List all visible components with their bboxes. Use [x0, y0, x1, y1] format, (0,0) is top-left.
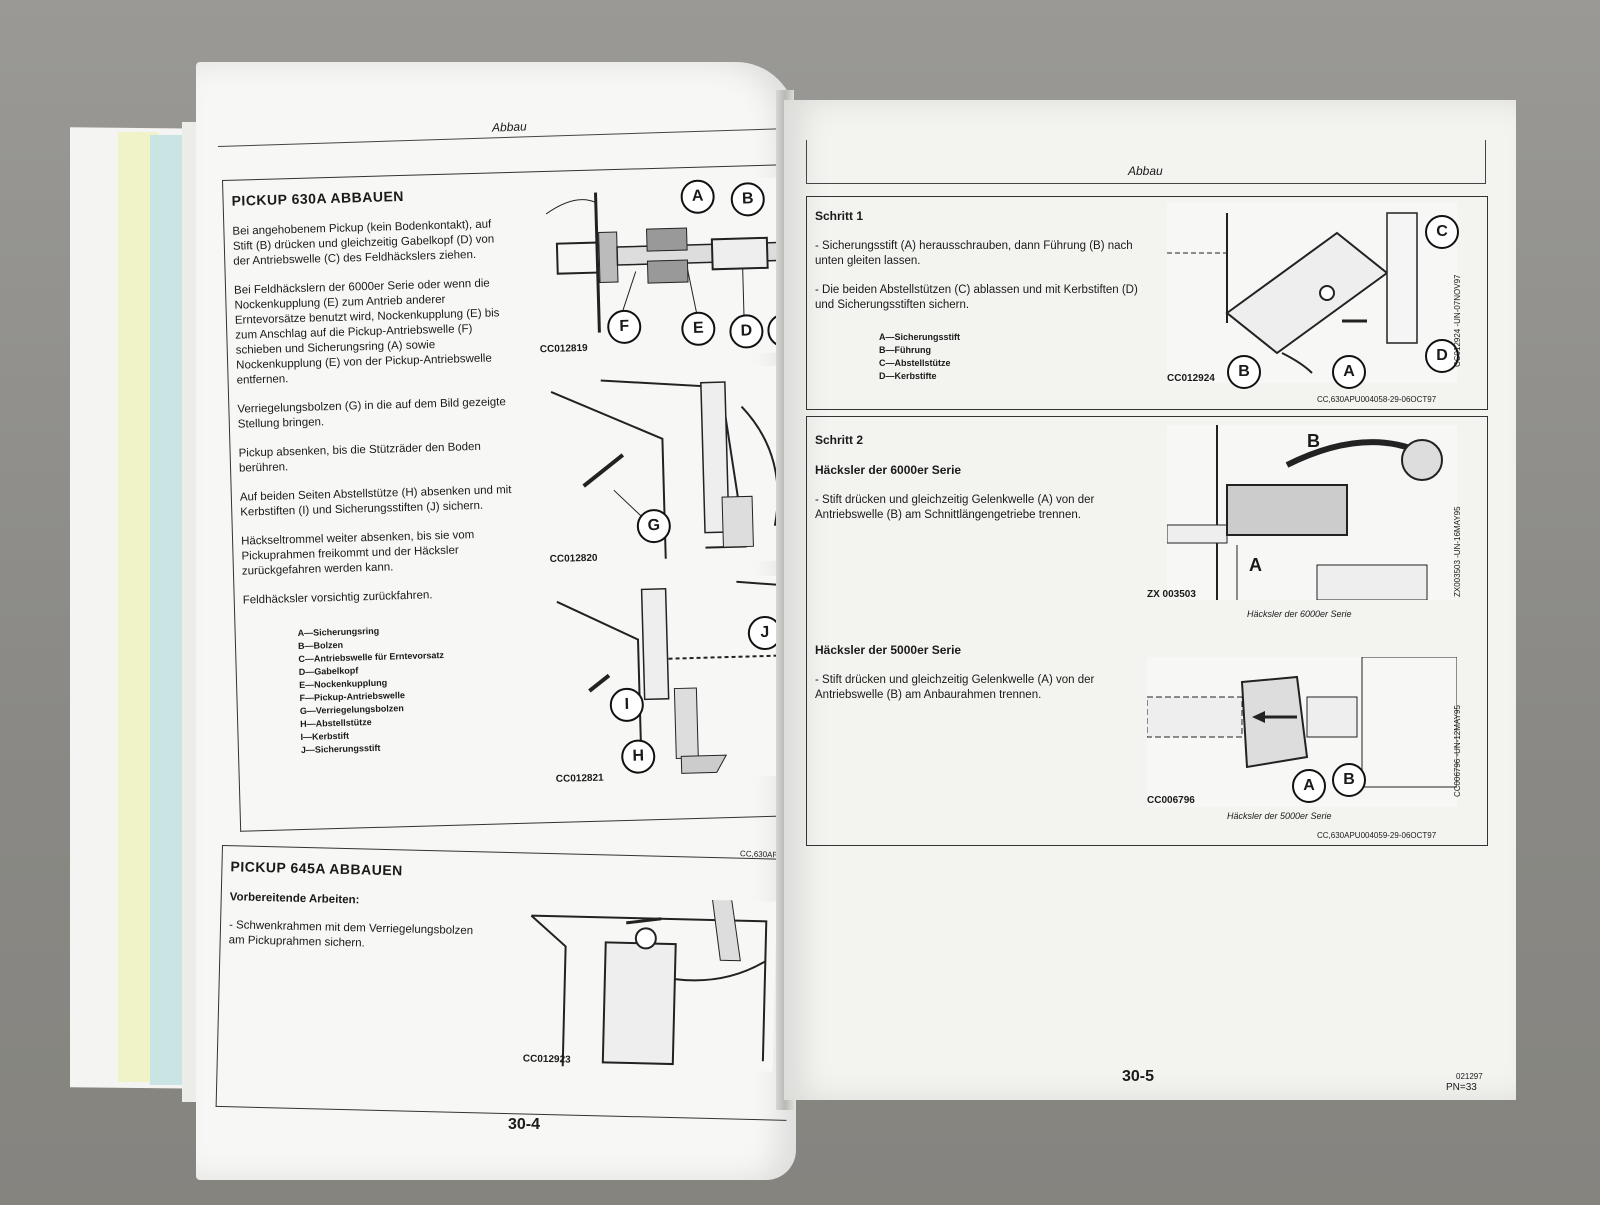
series-subtitle: Häcksler der 5000er Serie	[815, 643, 962, 657]
swing-frame-illustration	[530, 894, 768, 1067]
instruction-paragraph: - Stift drücken und gleichzeitig Gelenkw…	[815, 674, 1095, 701]
right-page-header: Abbau	[1128, 164, 1163, 178]
instruction-paragraph: - Sicherungsstift (A) herausschrauben, d…	[815, 240, 1133, 267]
shaft-5000-illustration	[1146, 656, 1458, 788]
figure-code: CC012819	[539, 342, 588, 356]
series-subtitle: Häcksler der 6000er Serie	[815, 463, 962, 477]
shaft-6000-illustration	[1166, 425, 1443, 601]
instructions-text: Bei angehobenem Pickup (kein Bodenkontak…	[232, 217, 523, 627]
callout-b: B	[1332, 763, 1366, 797]
header-divider	[806, 140, 807, 183]
instruction-paragraph: Bei Feldhäckslern der 6000er Serie oder …	[233, 277, 500, 387]
figure-locking-bolt: G CC012820	[540, 365, 801, 568]
legend-item: B—Führung	[879, 345, 931, 355]
parts-legend: A—Sicherungsring B—Bolzen C—Antriebswell…	[298, 623, 447, 757]
side-code: CC006796 -UN-12MAY95	[1453, 705, 1462, 797]
side-code: ZX003503 -UN-16MAY95	[1453, 506, 1462, 597]
instruction-paragraph: Bei angehobenem Pickup (kein Bodenkontak…	[232, 218, 495, 268]
callout-b: B	[1227, 355, 1261, 389]
footer-code: CC,630APU004059-29-06OCT97	[1317, 831, 1437, 840]
legend-item: C—Abstellstütze	[879, 358, 951, 368]
legend-item: A—Sicherungsstift	[879, 332, 961, 342]
section-title: PICKUP 645A ABBAUEN	[230, 858, 403, 879]
parts-legend: A—Sicherungsstift B—Führung C—Abstellstü…	[879, 331, 960, 383]
figure-swing-frame: CC012923	[522, 894, 777, 1072]
callout-d: D	[1425, 339, 1459, 373]
section-box-630a: PICKUP 630A ABBAUEN Bei angehobenem Pick…	[222, 164, 811, 832]
figure-code: CC012923	[522, 1053, 571, 1066]
instruction-paragraph: - Stift drücken und gleichzeitig Gelenkw…	[815, 494, 1095, 521]
figure-guide: C B A D	[1167, 203, 1459, 389]
figure-code: CC012924	[1167, 373, 1215, 384]
instruction-paragraph: Häckseltrommel weiter absenken, bis sie …	[240, 529, 475, 578]
page-number-left: 30-4	[508, 1116, 541, 1133]
figure-code: ZX 003503	[1147, 589, 1196, 600]
page-number-right: 30-5	[1122, 1068, 1155, 1085]
header-divider	[1485, 140, 1486, 183]
left-page-header: Abbau	[491, 119, 527, 135]
header-rule	[806, 183, 1486, 184]
instruction-paragraph: Pickup absenken, bis die Stützräder den …	[238, 440, 482, 475]
corner-date: 021297	[1456, 1072, 1483, 1081]
section-box-645a: PICKUP 645A ABBAUEN Vorbereitende Arbeit…	[215, 845, 793, 1121]
instruction-paragraph: Auf beiden Seiten Abstellstütze (H) abse…	[239, 484, 512, 519]
support-stand-illustration	[556, 580, 792, 774]
callout-c: C	[1425, 215, 1459, 249]
side-code: CC012924 -UN-07NOV97	[1453, 274, 1462, 368]
label-b: B	[1307, 431, 1320, 451]
step-title: Schritt 1	[815, 209, 864, 223]
label-a: A	[1249, 555, 1262, 575]
step2-box: Schritt 2 Häcksler der 6000er Serie - St…	[806, 416, 1488, 846]
step1-text: - Sicherungsstift (A) herausschrauben, d…	[815, 239, 1155, 313]
legend-item: D—Kerbstifte	[879, 371, 937, 381]
figure-caption: Häcksler der 6000er Serie	[1247, 609, 1352, 619]
instruction-paragraph: - Schwenkrahmen mit dem Verriegelungsbol…	[228, 919, 474, 950]
figure-support-stand: J I H CC012821	[546, 574, 807, 785]
figure-code: CC012820	[549, 552, 598, 565]
figure-drive-shaft: A B F E D C CC012819	[535, 177, 802, 360]
step1-box: Schritt 1 - Sicherungsstift (A) heraussc…	[806, 196, 1488, 410]
section-title: PICKUP 630A ABBAUEN	[231, 187, 405, 209]
locking-bolt-illustration	[550, 379, 779, 559]
legend-item: J—Sicherungsstift	[300, 742, 381, 756]
figure-5000-series: A B	[1146, 656, 1458, 807]
section-subtitle: Vorbereitende Arbeiten:	[229, 891, 360, 907]
figure-6000-series: B A	[1166, 425, 1457, 601]
figure-caption: Häcksler der 5000er Serie	[1227, 811, 1332, 821]
callout-a: A	[1332, 355, 1366, 389]
figure-code: CC012821	[555, 772, 604, 785]
figure-code: CC006796	[1147, 795, 1195, 806]
corner-pn: PN=33	[1446, 1082, 1477, 1093]
instruction-paragraph: - Die beiden Abstellstützen (C) ablassen…	[815, 284, 1138, 311]
callout-a: A	[1292, 769, 1326, 803]
instruction-paragraph: Verriegelungsbolzen (G) in die auf dem B…	[237, 396, 506, 431]
step-title: Schritt 2	[815, 433, 864, 447]
drive-shaft-illustration	[545, 192, 779, 333]
guide-illustration	[1167, 212, 1418, 374]
instruction-paragraph: Feldhäcksler vorsichtig zurückfahren.	[242, 589, 433, 607]
footer-code: CC,630APU004058-29-06OCT97	[1317, 395, 1437, 404]
